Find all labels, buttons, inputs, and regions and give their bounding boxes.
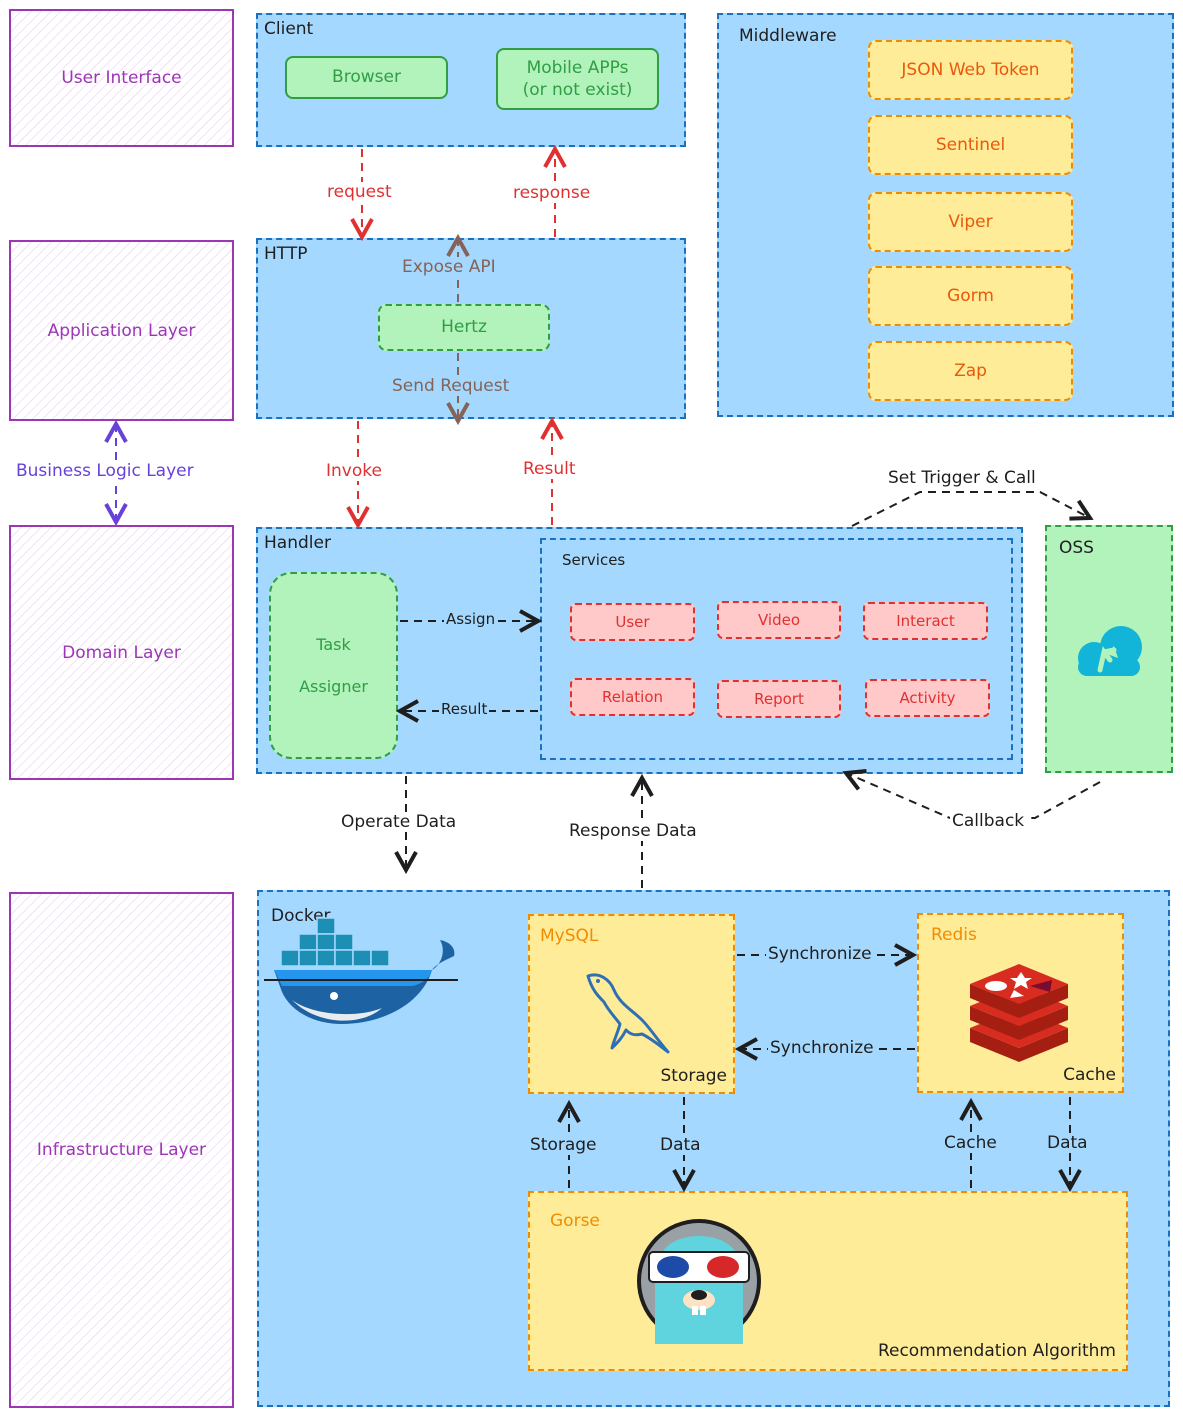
service-relation: Relation (570, 678, 695, 716)
label-cache: Cache (942, 1133, 999, 1154)
mobile-apps-node: Mobile APPs (or not exist) (496, 48, 659, 110)
label-expose-api: Expose API (400, 257, 498, 278)
label-data-left: Data (658, 1135, 703, 1156)
layer-infrastructure-label: Infrastructure Layer (36, 1140, 207, 1160)
label-business-logic: Business Logic Layer (14, 461, 196, 482)
label-send-request: Send Request (390, 376, 512, 397)
gorse-role: Recommendation Algorithm (877, 1341, 1116, 1361)
gorse-title: Gorse (550, 1211, 600, 1231)
hertz-label: Hertz (441, 317, 487, 338)
hertz-node: Hertz (378, 304, 550, 351)
services-title: Services (562, 551, 626, 569)
label-request: request (325, 182, 394, 203)
services-region: Services (540, 538, 1013, 760)
service-relation-label: Relation (601, 688, 664, 706)
middleware-viper-label: Viper (948, 212, 993, 232)
label-operate-data: Operate Data (339, 812, 459, 833)
redis-box: Redis Cache (917, 913, 1124, 1093)
redis-role: Cache (1063, 1065, 1116, 1085)
service-report-label: Report (754, 690, 804, 708)
label-assign: Assign (444, 610, 498, 628)
label-sync-left: Synchronize (768, 1038, 876, 1059)
mysql-box: MySQL Storage (528, 914, 735, 1094)
label-data-right: Data (1045, 1133, 1090, 1154)
redis-logo-icon (970, 964, 1068, 1062)
label-response: response (511, 183, 593, 204)
layer-infrastructure: Infrastructure Layer (9, 892, 234, 1408)
layer-application-label: Application Layer (47, 320, 196, 341)
middleware-gorm-label: Gorm (947, 286, 994, 306)
browser-label: Browser (332, 67, 401, 88)
layer-user-interface-label: User Interface (61, 68, 182, 88)
handler-title: Handler (264, 533, 331, 553)
middleware-viper: Viper (868, 192, 1073, 252)
middleware-title: Middleware (739, 26, 837, 46)
middleware-zap: Zap (868, 341, 1073, 401)
service-interact: Interact (863, 602, 988, 640)
service-interact-label: Interact (896, 612, 955, 630)
task-assigner-node: Task Assigner (269, 572, 398, 759)
gorse-box: Gorse Recommendation Algorithm (528, 1191, 1128, 1371)
mysql-title: MySQL (540, 926, 599, 946)
middleware-jwt: JSON Web Token (868, 40, 1073, 100)
mysql-role: Storage (660, 1066, 727, 1086)
middleware-jwt-label: JSON Web Token (901, 60, 1040, 80)
service-user-label: User (615, 613, 650, 631)
redis-title: Redis (931, 925, 977, 945)
middleware-zap-label: Zap (954, 361, 987, 381)
oss-cloud-icon (1078, 626, 1142, 676)
arrow-set-trigger (851, 491, 1090, 527)
client-title: Client (264, 19, 314, 39)
label-set-trigger: Set Trigger & Call (886, 468, 1038, 489)
label-result-back: Result (439, 700, 490, 718)
task-assigner-label-2: Assigner (299, 676, 368, 696)
service-user: User (570, 603, 695, 641)
layer-application: Application Layer (9, 240, 234, 421)
service-video-label: Video (757, 611, 801, 629)
label-result: Result (521, 459, 578, 480)
layer-domain-label: Domain Layer (62, 642, 181, 663)
label-response-data: Response Data (567, 821, 699, 842)
service-activity: Activity (865, 679, 990, 717)
label-callback: Callback (950, 811, 1027, 832)
layer-domain: Domain Layer (9, 525, 234, 780)
middleware-sentinel-label: Sentinel (935, 135, 1006, 155)
http-title: HTTP (264, 244, 308, 264)
oss-title: OSS (1059, 538, 1094, 558)
mobile-apps-label-1: Mobile APPs (526, 57, 629, 78)
browser-node: Browser (285, 56, 448, 99)
docker-title: Docker (271, 906, 331, 926)
middleware-gorm: Gorm (868, 266, 1073, 326)
docker-whale-icon (264, 917, 458, 1024)
task-assigner-label-1: Task (316, 634, 351, 654)
gopher-mascot-icon (637, 1219, 761, 1344)
middleware-sentinel: Sentinel (868, 115, 1073, 175)
mobile-apps-label-2: (or not exist) (522, 80, 633, 100)
label-storage: Storage (528, 1135, 599, 1156)
layer-user-interface: User Interface (9, 9, 234, 147)
service-report: Report (717, 680, 841, 718)
label-invoke: Invoke (324, 461, 384, 482)
label-sync-right: Synchronize (766, 944, 874, 965)
service-activity-label: Activity (899, 689, 956, 707)
mysql-dolphin-icon (586, 973, 670, 1054)
service-video: Video (717, 601, 841, 639)
